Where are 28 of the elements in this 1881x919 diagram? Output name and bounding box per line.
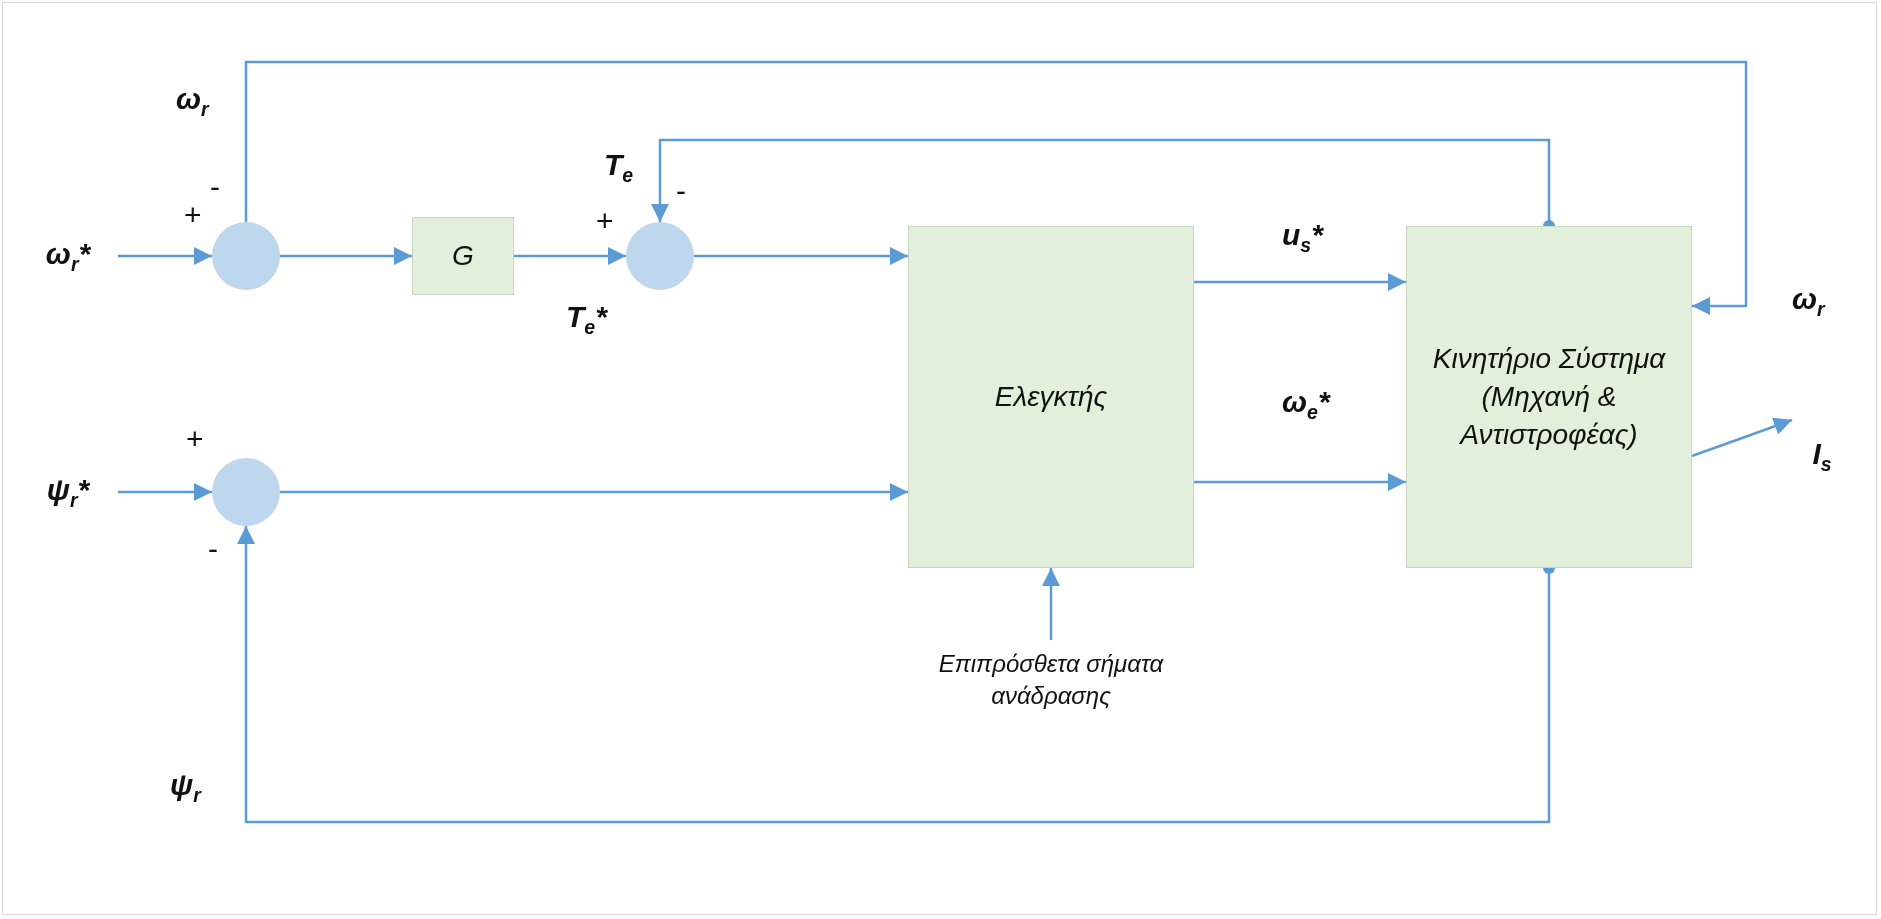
sign-label: - [676, 176, 686, 206]
note-text: Επιπρόσθετα σήματα ανάδρασης [937, 648, 1165, 711]
sign-label: + [184, 200, 202, 230]
process-box [1406, 226, 1692, 568]
arrow [280, 483, 908, 501]
sign-label: + [596, 206, 614, 236]
arrow [280, 247, 412, 265]
sign-label: - [208, 534, 218, 564]
arrow [694, 247, 908, 265]
arrow [237, 526, 1555, 824]
sign-label: - [210, 172, 220, 202]
process-box [908, 226, 1194, 568]
signal-label: ω$_{r}$* [45, 236, 91, 276]
arrow [244, 60, 1748, 315]
sign-label: + [186, 424, 204, 454]
arrow [118, 247, 212, 265]
arrow [1194, 273, 1406, 291]
process-box [412, 217, 514, 295]
arrow [1042, 568, 1060, 640]
signal-label: ψ$_{r}$* [46, 472, 90, 512]
block-label: Ελεγκτής [994, 380, 1108, 415]
arrow [1691, 417, 1793, 458]
block-label: Κινητήριο Σύστημα (Μηχανή & Αντιστροφέας) [1431, 342, 1667, 452]
arrow [514, 247, 626, 265]
signal-label: I$_{s}$ [1812, 436, 1832, 476]
arrow [1194, 473, 1406, 491]
arrow [118, 483, 212, 501]
block-label: G [452, 239, 474, 274]
